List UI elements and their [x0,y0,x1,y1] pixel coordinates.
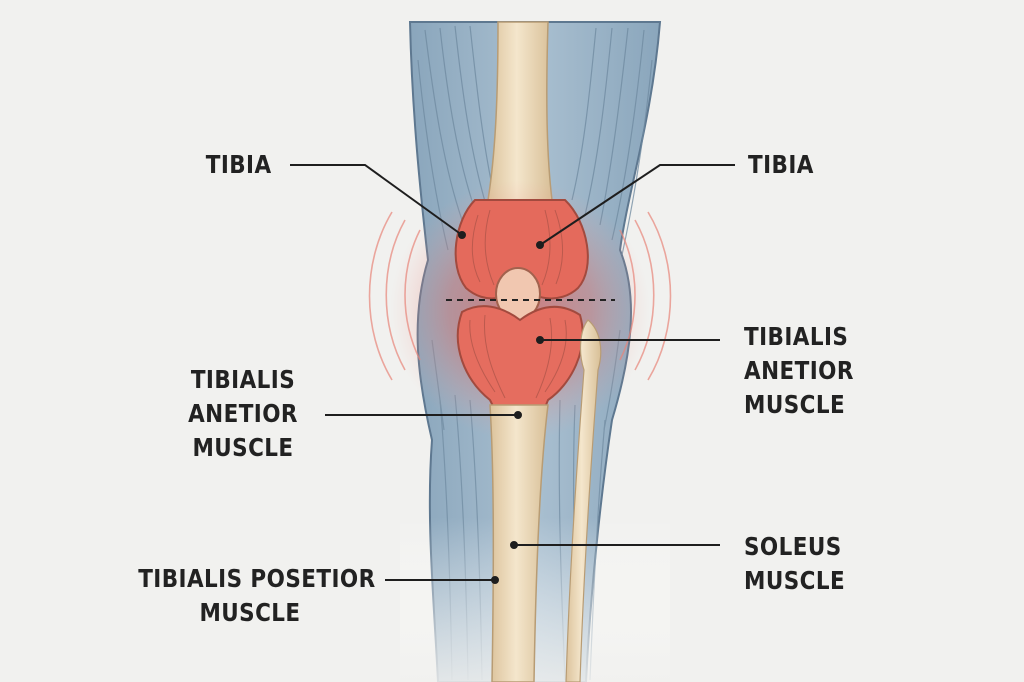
leader-dot-tibia-left [458,231,466,239]
leader-lines [290,164,735,584]
leader-tibia-right [539,164,735,246]
label-tibia-right: TIBIA [748,150,814,179]
leader-dot-tibialis-posterior [491,576,499,584]
leader-dot-tibia-right [536,241,544,249]
leader-dot-soleus [510,541,518,549]
femur-bone [487,21,553,201]
label-tibialis-anterior-right: TIBIALIS ANETIOR MUSCLE [744,322,854,419]
label-soleus: SOLEUS MUSCLE [744,532,846,595]
tibia-bone [489,404,549,682]
label-tibia-left: TIBIA [206,150,272,179]
fibula-bone [565,319,602,682]
label-tibialis-anterior-left: TIBIALIS ANETIOR MUSCLE [188,365,298,462]
leader-tibia-left [290,164,463,236]
leader-dot-tibialis-anterior-left [514,411,522,419]
leader-dot-tibialis-anterior-right [536,336,544,344]
label-tibialis-posterior: TIBIALIS POSETIOR MUSCLE [138,564,376,627]
inflammation-rings [368,211,672,381]
